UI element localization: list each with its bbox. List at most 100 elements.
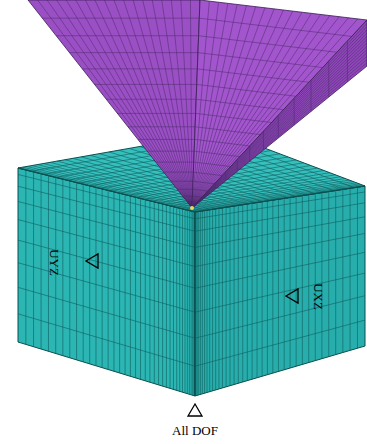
mesh-line (198, 53, 323, 68)
mesh-line (192, 40, 367, 208)
mesh-line (190, 0, 192, 208)
mesh-line (262, 202, 263, 377)
mesh-line (38, 0, 192, 208)
constraint-label: UXZ (312, 283, 325, 310)
mesh-line (182, 209, 183, 392)
mesh-line (152, 0, 192, 208)
constraint-label: UYZ (48, 249, 61, 276)
mesh-line (357, 187, 358, 348)
mesh-line (218, 208, 219, 389)
boundary-symbols (86, 254, 298, 416)
mesh-line (192, 63, 367, 208)
mesh-line (158, 203, 159, 385)
mesh-line (166, 205, 167, 387)
mesh-line (162, 204, 163, 386)
mesh-line (192, 1, 209, 208)
mesh-line (130, 196, 131, 376)
mesh-line (272, 200, 273, 373)
mesh-line (18, 287, 195, 338)
mesh-line (193, 212, 194, 396)
mesh-line (143, 0, 192, 208)
mesh-line (192, 211, 193, 395)
mesh-line (192, 23, 367, 208)
mesh-line (321, 193, 322, 359)
mesh-line (267, 201, 268, 375)
mesh-line (95, 187, 96, 365)
mesh-line (42, 18, 199, 19)
mesh-line (18, 240, 195, 288)
mesh-line (242, 205, 243, 382)
mesh-line (194, 212, 195, 396)
mesh-line (195, 212, 196, 396)
mesh-line (18, 314, 195, 366)
mesh-line (95, 84, 197, 85)
mesh-line (195, 217, 365, 248)
mesh-line (207, 210, 208, 392)
mesh-line (230, 207, 231, 386)
mesh-line (215, 209, 216, 390)
mesh-face (195, 186, 365, 396)
mesh-line (197, 84, 296, 96)
mesh-line (195, 252, 365, 288)
mesh-line (176, 207, 177, 390)
mesh-line (192, 18, 348, 208)
indenter-face (28, 0, 200, 208)
mesh-line (125, 195, 126, 375)
mesh-line (197, 212, 198, 396)
support-triangle (188, 404, 202, 416)
mesh-line (199, 36, 337, 53)
mesh-line (124, 0, 192, 208)
mesh-line (171, 0, 192, 208)
mesh-line (192, 59, 367, 208)
mesh-line (192, 33, 367, 208)
mesh-line (106, 99, 196, 100)
mesh-line (102, 189, 103, 368)
mesh-line (196, 113, 272, 122)
mesh-line (18, 201, 195, 247)
mesh-line (95, 0, 192, 208)
mesh-line (117, 113, 195, 114)
mesh-line (192, 30, 367, 208)
mesh-line (185, 210, 186, 393)
mesh-line (162, 0, 192, 208)
mesh-line (192, 27, 367, 208)
indenter-face (192, 20, 367, 208)
mesh-line (197, 69, 309, 82)
mesh-line (128, 126, 195, 127)
mesh-line (238, 205, 239, 383)
mesh-line (195, 273, 365, 312)
mesh-line (83, 184, 84, 362)
mesh-line (18, 220, 195, 267)
block-edge (194, 212, 195, 396)
mesh-line (192, 36, 367, 208)
mesh-line (192, 10, 284, 208)
mesh-line (108, 190, 109, 369)
mesh-line (192, 53, 367, 208)
mesh-line (18, 263, 195, 312)
mesh-line (196, 212, 197, 396)
indenter-mesh (28, 0, 367, 210)
mesh-line (347, 41, 348, 82)
mesh-line (199, 18, 351, 36)
mesh-line (179, 208, 180, 391)
mesh-line (25, 170, 26, 344)
mesh-line (192, 17, 339, 208)
mesh-line (133, 0, 192, 208)
mesh-line (200, 211, 201, 394)
mesh-line (209, 210, 210, 392)
mesh-line (69, 181, 70, 358)
mesh-line (198, 211, 199, 394)
fixed-support-label: All DOF (172, 424, 218, 437)
mesh-line (135, 197, 136, 378)
mesh-line (308, 195, 309, 363)
mesh-line (69, 52, 197, 53)
mesh-line (104, 0, 192, 208)
mesh-line (76, 0, 192, 208)
mesh-line (114, 0, 192, 208)
mesh-line (181, 0, 192, 208)
contact-point (190, 206, 194, 210)
mesh-line (247, 204, 248, 381)
mesh-line (195, 127, 260, 135)
mesh-line (315, 194, 316, 361)
